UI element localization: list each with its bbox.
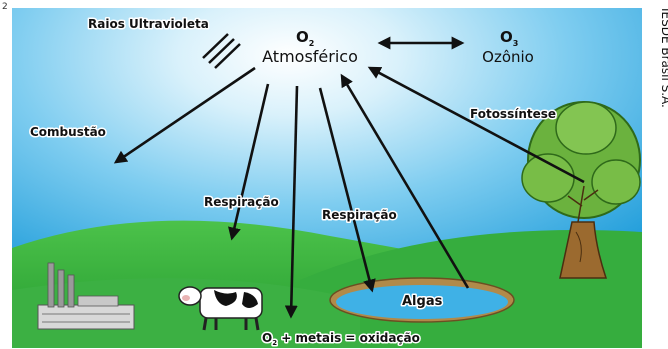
arrow-respiration-animal bbox=[228, 83, 270, 241]
respiration-algae-label: Respiração bbox=[322, 208, 397, 222]
o3-symbol: O3 bbox=[500, 28, 518, 48]
ozone-name: Ozônio bbox=[482, 48, 534, 66]
cow-icon bbox=[178, 286, 263, 331]
algae-label: Algas bbox=[402, 294, 443, 309]
oxidation-equation: O2 + metais = oxidação bbox=[262, 331, 420, 347]
arrow-photosynthesis bbox=[367, 66, 585, 184]
uv-label: Raios Ultravioleta bbox=[88, 17, 209, 31]
tree-icon bbox=[521, 101, 641, 279]
image-credit: IESDE Brasil S.A. bbox=[659, 8, 668, 108]
factory-icon bbox=[37, 262, 135, 330]
arrow-algae-to-o2 bbox=[340, 73, 470, 289]
o2-symbol: O2 bbox=[296, 28, 314, 48]
combustion-label: Combustão bbox=[30, 125, 106, 139]
arrow-combustion bbox=[113, 66, 256, 164]
o2-name: Atmosférico bbox=[262, 47, 358, 66]
lake-icon bbox=[329, 277, 515, 323]
hill-front bbox=[12, 278, 360, 348]
corner-note: 2 bbox=[2, 2, 8, 12]
arrow-oxidation bbox=[284, 85, 299, 319]
photosynthesis-label: Fotossíntese bbox=[470, 107, 556, 121]
respiration-animal-label: Respiração bbox=[204, 195, 279, 209]
uv-rays-icon bbox=[202, 33, 241, 69]
cycle-arrows bbox=[113, 36, 585, 319]
arrow-respiration-algae bbox=[318, 87, 376, 293]
